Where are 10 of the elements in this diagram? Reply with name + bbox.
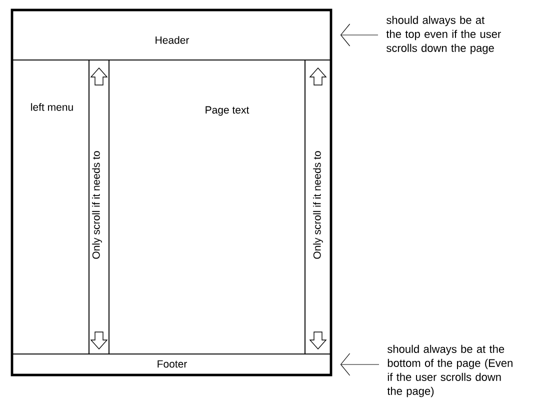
arrow	[340, 353, 380, 376]
scrollbar: Only scroll if it needs to	[88, 60, 110, 354]
footer-bar: Footer	[12, 354, 332, 376]
note-text: should always be at the bottom of the page (Even if the user scrolls down the page)	[387, 344, 512, 398]
header-bar: Header	[12, 10, 332, 60]
menu-panel: left menu	[12, 60, 90, 354]
content-panel: Page text	[108, 60, 306, 354]
note-text: should always be at the top even if the user scrolls down the page	[386, 16, 501, 54]
arrow	[340, 24, 378, 46]
scrollbar: Only scroll if it needs to	[304, 60, 332, 354]
